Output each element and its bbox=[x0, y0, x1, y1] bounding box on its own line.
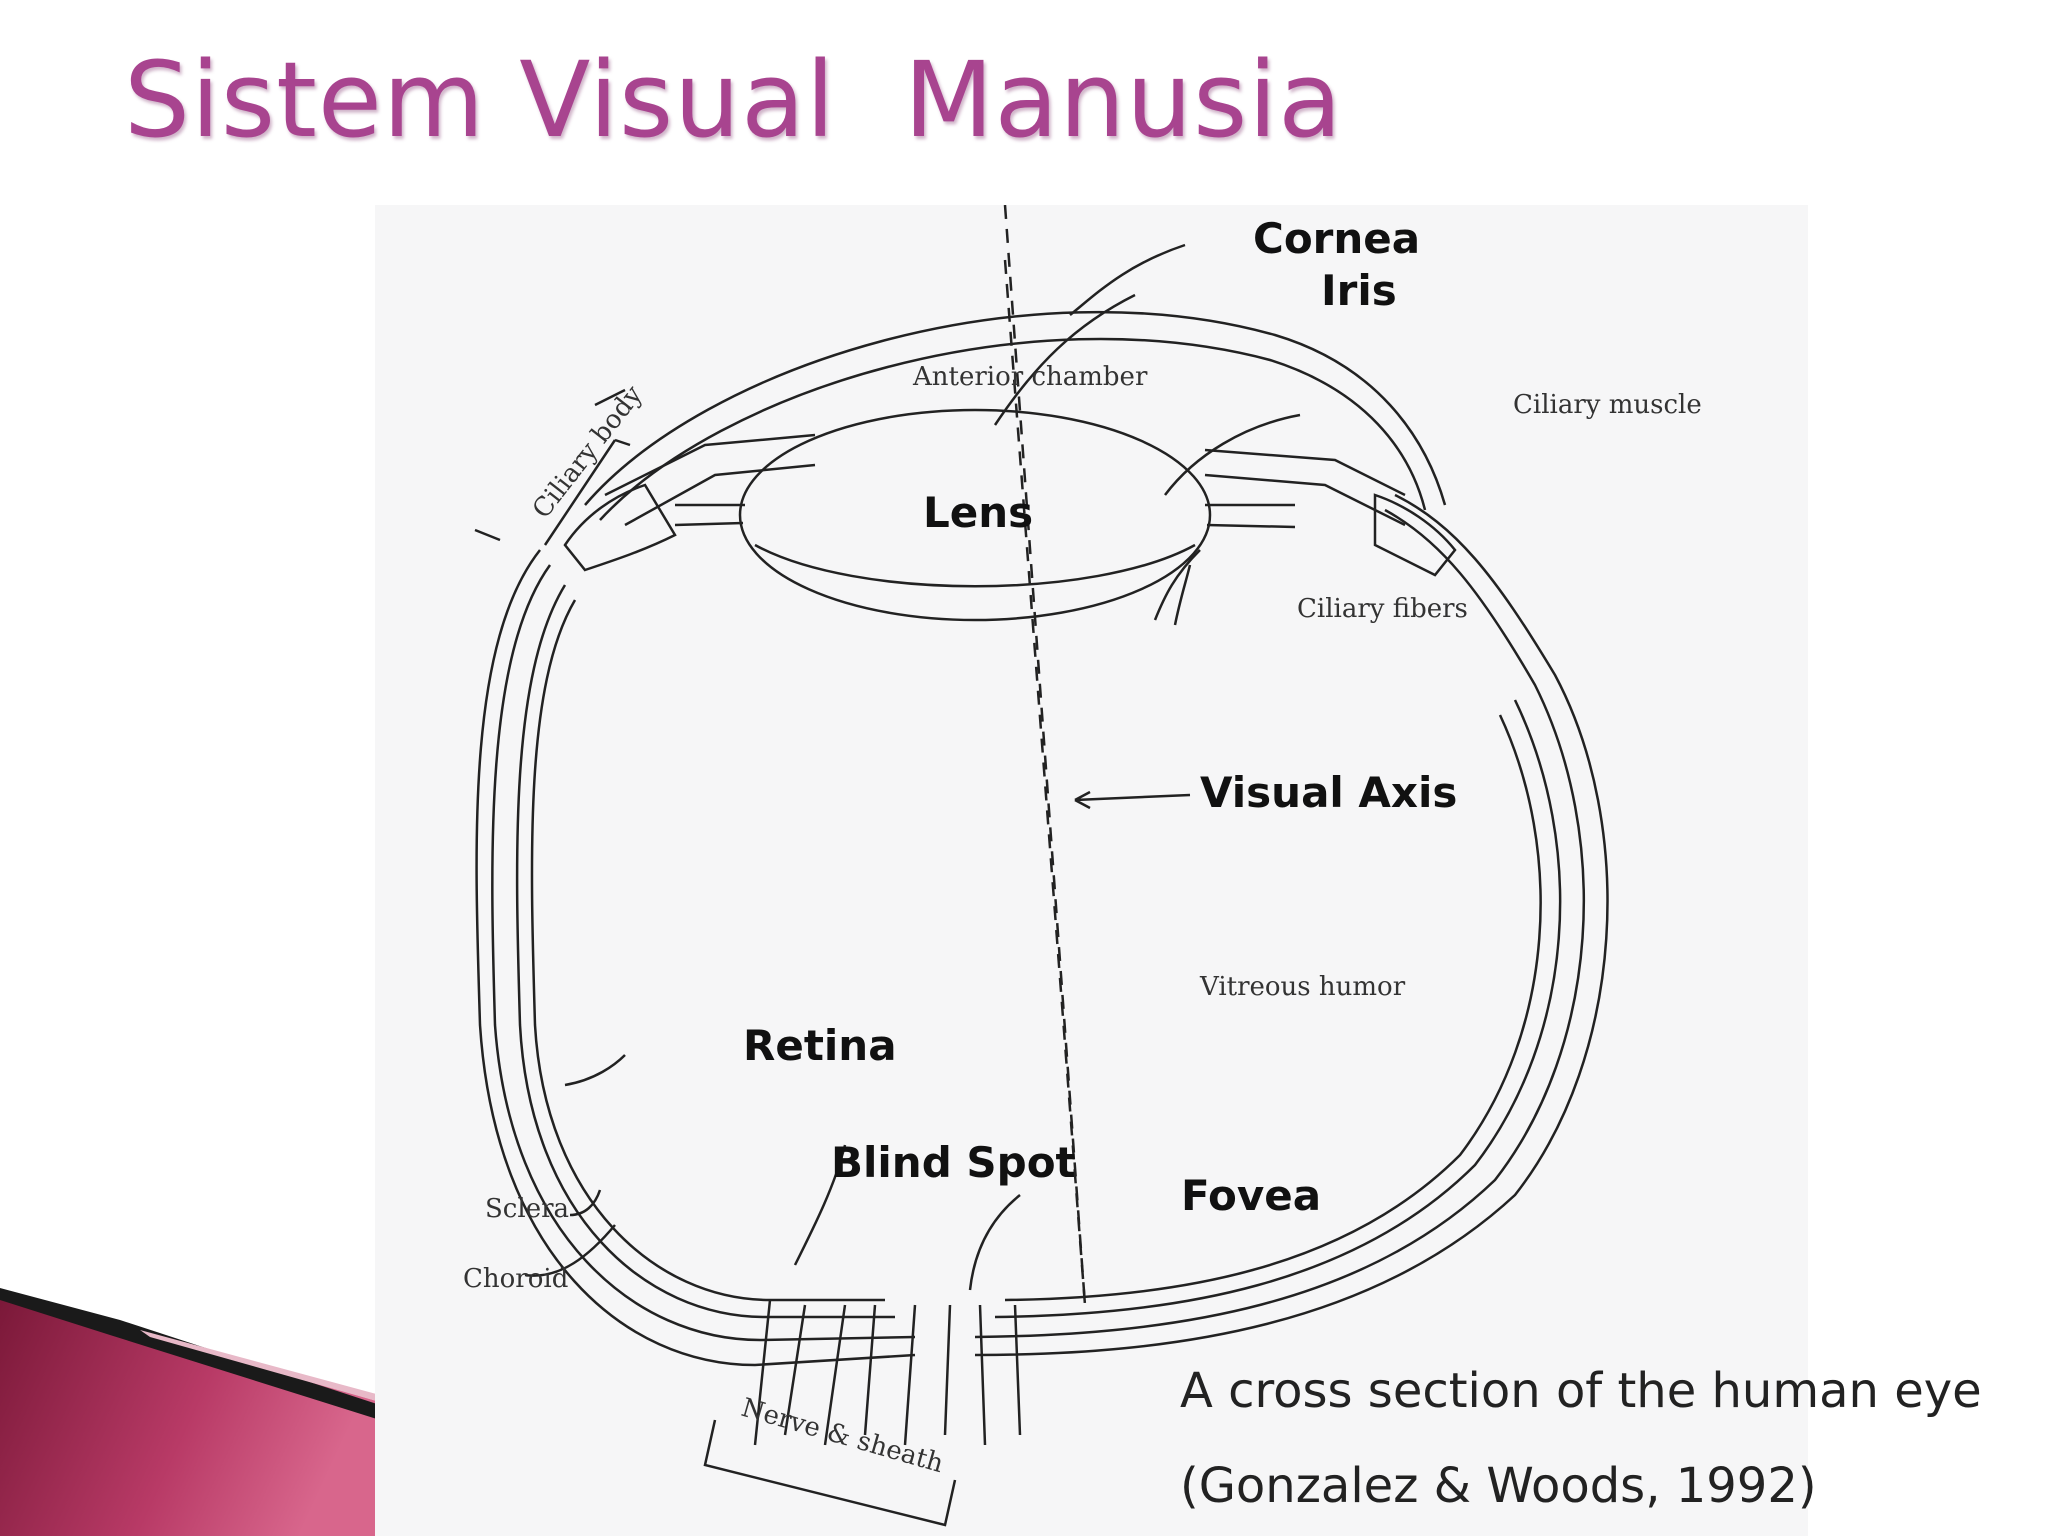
cornea-outer bbox=[584, 310, 1447, 506]
label-retina: Retina bbox=[743, 1021, 897, 1070]
label-fovea: Fovea bbox=[1181, 1171, 1321, 1220]
ciliary-body-right bbox=[1373, 493, 1457, 577]
label-anterior-chamber: Anterior chamber bbox=[912, 362, 1148, 392]
caption-line-2: (Gonzalez & Woods, 1992) bbox=[1180, 1458, 1817, 1514]
optic-nerve bbox=[753, 1299, 1022, 1446]
eye-cross-section: Anterior chamber Ciliary muscle Ciliary … bbox=[463, 205, 1702, 1527]
retina-line bbox=[530, 599, 1542, 1302]
ciliary-body-left bbox=[563, 483, 677, 572]
choroid-line bbox=[515, 584, 1562, 1319]
sclera-inner bbox=[491, 508, 1586, 1342]
caption-line-1: A cross section of the human eye bbox=[1180, 1363, 1982, 1419]
label-lens: Lens bbox=[923, 488, 1033, 537]
iris-right bbox=[1204, 448, 1406, 527]
lens-inner-curve bbox=[754, 543, 1196, 588]
label-blind-spot: Blind Spot bbox=[831, 1138, 1076, 1187]
label-iris: Iris bbox=[1321, 266, 1397, 315]
label-nerve-sheath: Nerve & sheath bbox=[738, 1393, 947, 1479]
eye-diagram: Anterior chamber Ciliary muscle Ciliary … bbox=[375, 205, 1808, 1536]
slide-title: Sistem Visual Manusia bbox=[124, 39, 1343, 161]
label-cornea: Cornea bbox=[1253, 214, 1420, 263]
sclera-outer bbox=[475, 493, 1609, 1367]
cornea-inner bbox=[599, 337, 1427, 521]
label-visual-axis: Visual Axis bbox=[1200, 768, 1457, 817]
iris-left bbox=[604, 433, 816, 527]
label-vitreous-humor: Vitreous humor bbox=[1199, 972, 1406, 1002]
label-ciliary-fibers: Ciliary fibers bbox=[1297, 594, 1468, 624]
label-ciliary-muscle: Ciliary muscle bbox=[1513, 390, 1702, 420]
label-sclera: Sclera bbox=[485, 1194, 569, 1224]
lens-shape bbox=[738, 408, 1212, 622]
label-choroid: Choroid bbox=[463, 1264, 568, 1294]
